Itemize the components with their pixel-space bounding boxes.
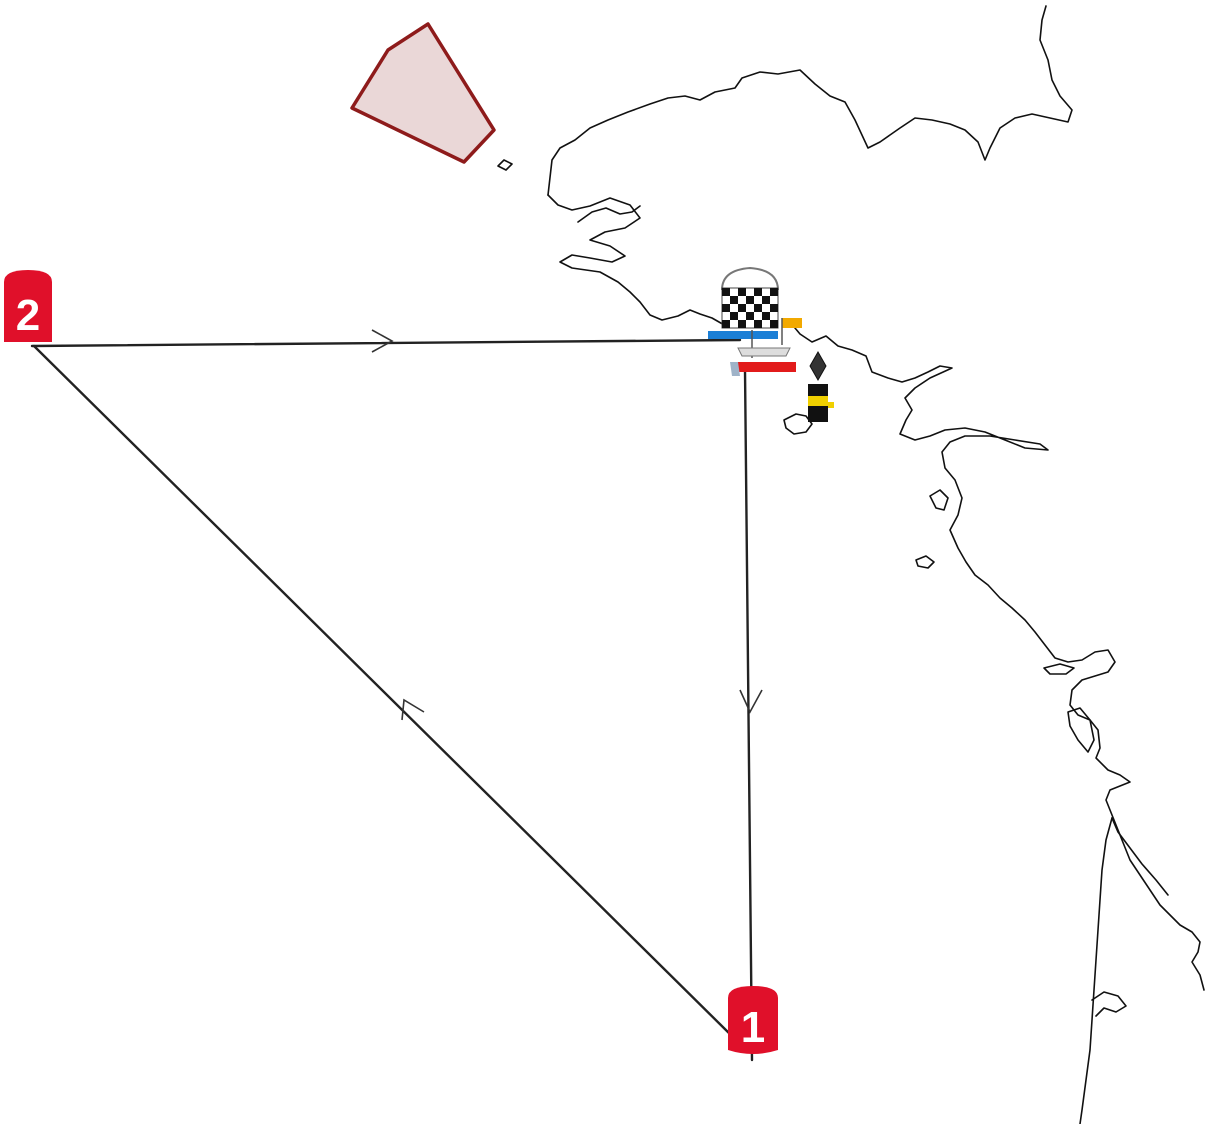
coastline-finistere — [547, 194, 727, 327]
finish-area — [708, 266, 802, 376]
checkered-flag-icon — [721, 266, 779, 329]
mark-2-buoy[interactable]: 2 — [4, 270, 52, 342]
bay-arcachon — [1091, 991, 1127, 1017]
mark-2-label: 2 — [16, 291, 40, 340]
coastline-crozon — [577, 205, 641, 223]
coastline-south-brittany — [789, 321, 1205, 991]
start-line-blue-bar — [708, 331, 778, 339]
route-leg-2-to-1 — [32, 344, 738, 1042]
direction-arrow-northwest — [401, 698, 425, 721]
island-molene — [497, 159, 513, 171]
coastline-gironde — [1079, 817, 1113, 1124]
island-belle-ile — [783, 413, 813, 435]
mark-1-buoy[interactable]: 1 — [728, 986, 778, 1054]
island-re — [1043, 663, 1075, 675]
island-noirmoutier — [929, 489, 949, 511]
boat-icon — [730, 330, 796, 376]
island-yeu — [915, 555, 935, 569]
direction-arrow-south — [739, 689, 763, 714]
route-leg-start-to-1 — [743, 368, 754, 1062]
route-leg-start-to-2 — [30, 338, 742, 348]
cardinal-buoy-icon — [808, 350, 834, 422]
mark-1-label: 1 — [741, 1003, 765, 1052]
direction-arrow-east — [371, 329, 394, 353]
exclusion-zone — [350, 22, 496, 164]
gironde-estuary — [1111, 817, 1169, 896]
island-oleron — [1067, 707, 1095, 753]
flag-orange — [782, 318, 802, 328]
coastline-brittany-north — [547, 5, 1073, 196]
